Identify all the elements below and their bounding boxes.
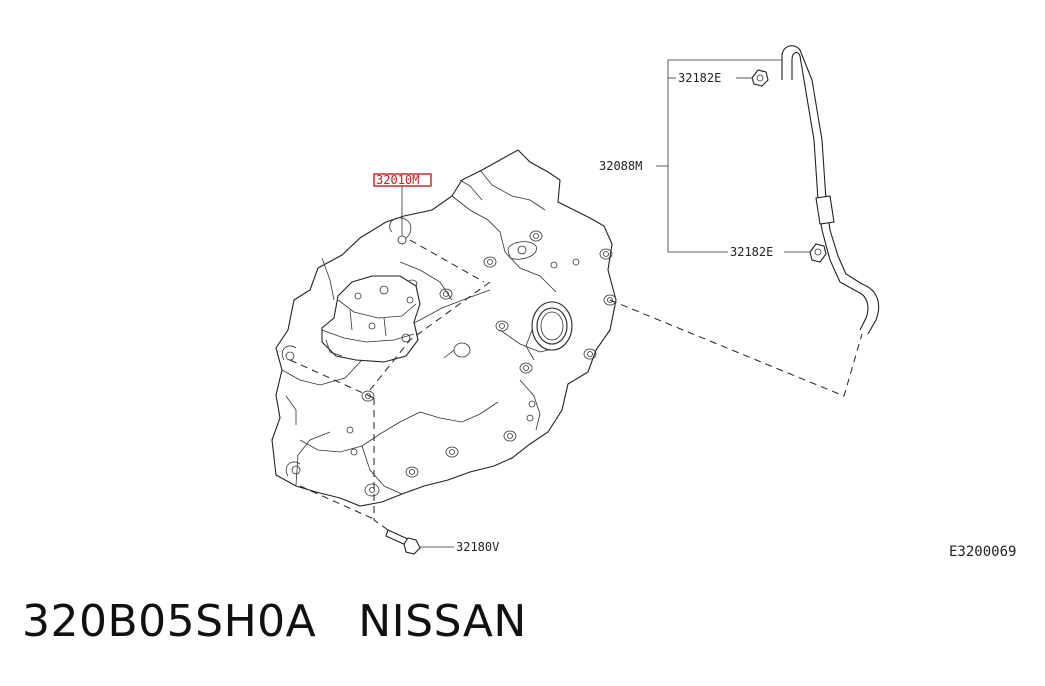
bolt-32180V (385, 529, 421, 555)
callout-32088M: 32088M (599, 159, 642, 173)
callout-highlight-box (373, 173, 432, 187)
callout-lines (401, 59, 810, 548)
caption: 320B05SH0A NISSAN (22, 596, 527, 647)
transmission-case (271, 149, 617, 507)
callout-32182E-lower: 32182E (730, 245, 773, 259)
brand-name: NISSAN (358, 596, 527, 647)
clip-upper (751, 69, 769, 87)
clip-lower (809, 243, 827, 263)
callout-32010M: 32010M (376, 173, 419, 187)
diagram-code: E3200069 (949, 544, 1016, 560)
position-switch-assembly (321, 275, 421, 363)
part-number: 320B05SH0A (22, 596, 317, 647)
callout-32182E-upper: 32182E (678, 71, 721, 85)
callout-32180V: 32180V (456, 540, 499, 554)
output-shaft-seal (525, 301, 573, 361)
breather-hose (781, 45, 880, 335)
assembly-leader-lines (289, 239, 863, 531)
